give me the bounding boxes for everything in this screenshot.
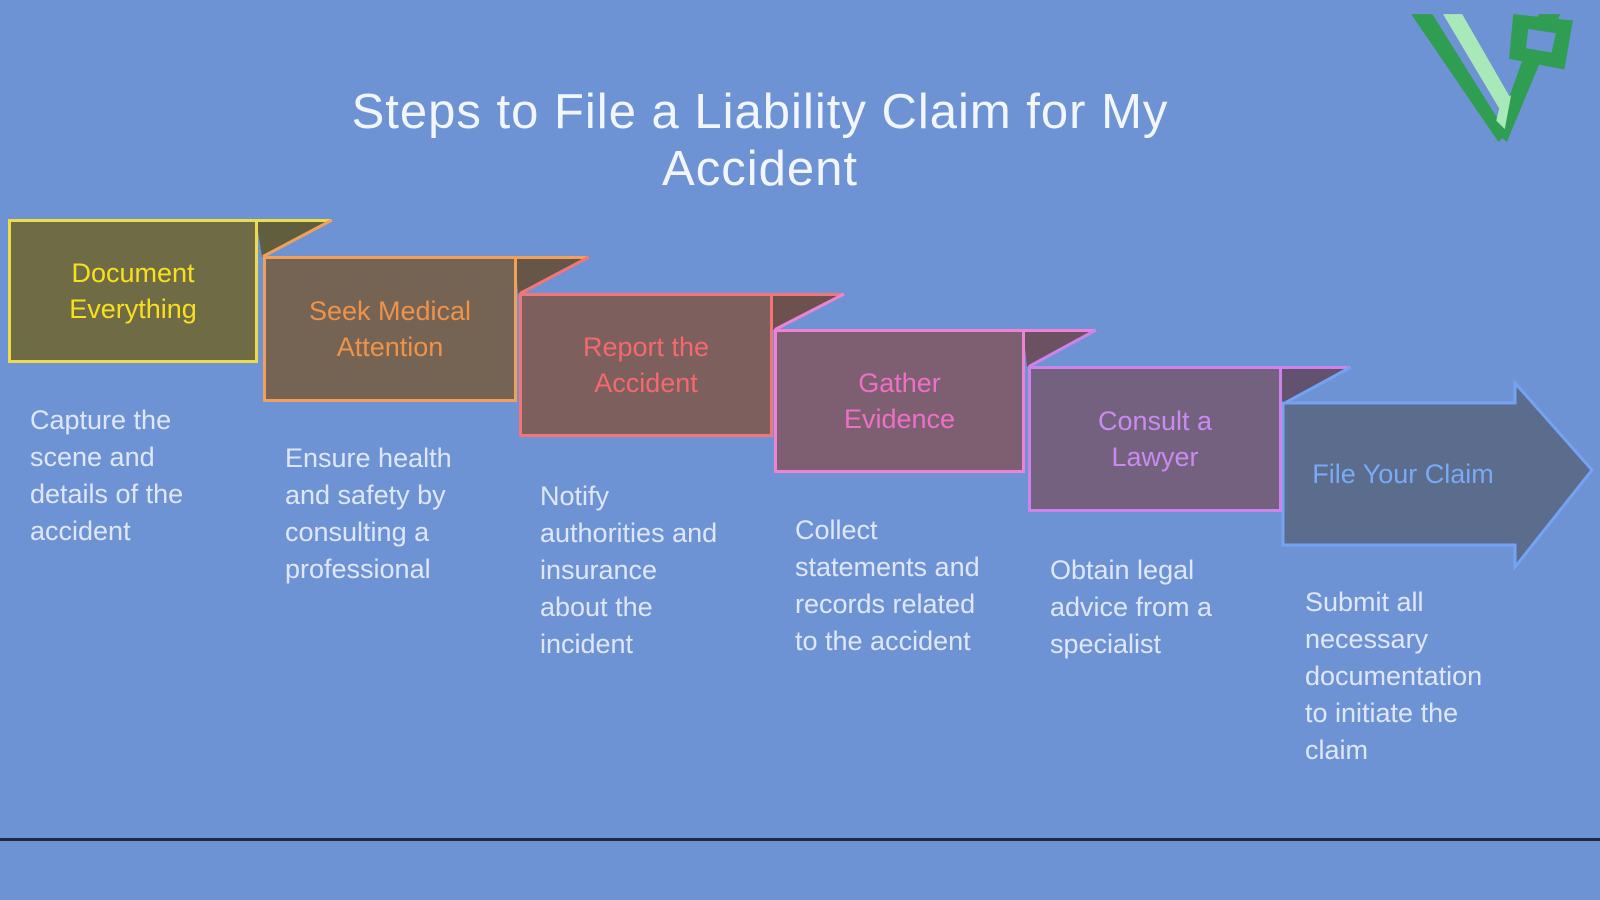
step-label: Document Everything — [69, 258, 197, 324]
fold-3-diagonal-edge — [774, 292, 845, 331]
step-description-2: Ensure health and safety by consulting a… — [285, 443, 452, 584]
step-box-3: Report the Accident — [519, 293, 773, 437]
step-box-2: Seek Medical Attention — [263, 256, 517, 402]
step-box-5: Consult a Lawyer — [1028, 366, 1282, 512]
arrow-shape — [1281, 379, 1594, 572]
step-label: File Your Claim — [1312, 458, 1494, 489]
fold-4-diagonal-edge — [1028, 328, 1097, 368]
divider-line — [0, 838, 1600, 841]
vp-logo — [1411, 14, 1573, 142]
step-label: Consult a Lawyer — [1097, 406, 1213, 472]
step-box-4: Gather Evidence — [774, 329, 1025, 473]
fold-2-diagonal-edge — [519, 255, 590, 295]
step-box-6: File Your Claim — [1283, 403, 1523, 545]
fold-1-diagonal-edge — [262, 218, 333, 258]
fold-5-diagonal-edge — [1283, 365, 1352, 405]
step-description-4: Collect statements and records related t… — [795, 515, 980, 656]
logo-inner-stripe — [1443, 14, 1512, 115]
step-label: Seek Medical Attention — [308, 296, 472, 362]
step-label: Gather Evidence — [843, 368, 956, 434]
step-label: Report the Accident — [582, 332, 710, 398]
step-description-5: Obtain legal advice from a specialist — [1050, 555, 1213, 659]
page-title: Steps to File a Liability Claim for My A… — [351, 85, 1169, 196]
logo-left-arm — [1411, 14, 1507, 142]
step-description-6: Submit all necessary documentation to in… — [1305, 587, 1483, 765]
step-box-1: Document Everything — [8, 219, 258, 363]
logo-p-bowl-hole — [1526, 29, 1556, 53]
logo-inner-v — [1496, 95, 1512, 130]
step-description-1: Capture the scene and details of the acc… — [30, 405, 184, 546]
step-description-3: Notify authorities and insurance about t… — [540, 481, 718, 659]
